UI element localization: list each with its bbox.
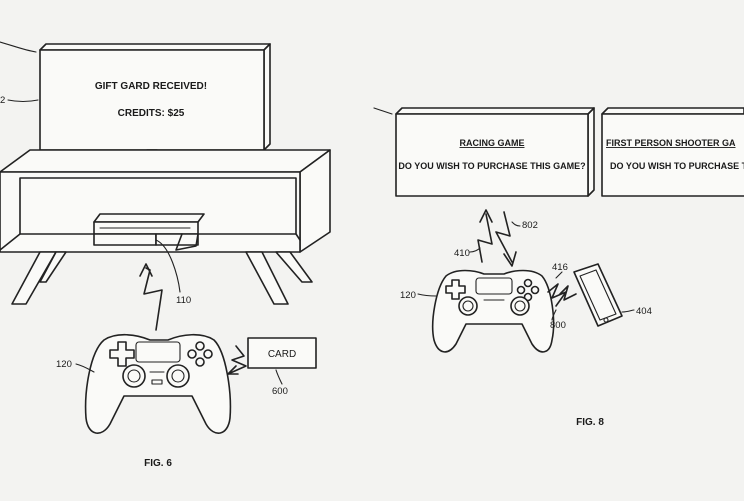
game-controller-fig6: [84, 333, 232, 434]
ref-800: 800: [550, 320, 566, 331]
ref-410: 410: [454, 248, 470, 259]
tv-message-line1: GIFT GARD RECEIVED!: [95, 81, 207, 92]
fig6-group: 2 GIFT GARD RECEIVED! CREDITS: $25: [0, 41, 331, 469]
tv-message-line2: CREDITS: $25: [118, 108, 185, 119]
controller-leader-fig8: [417, 293, 437, 297]
leader-802: [511, 221, 521, 227]
signal-up-410: [477, 213, 493, 263]
leader-416: [555, 271, 563, 279]
ref-phone: 404: [636, 306, 652, 317]
game-console: [93, 213, 205, 251]
fig6-caption: FIG. 6: [144, 458, 172, 469]
screen-racing-game: [395, 113, 589, 197]
card-box: [247, 337, 317, 369]
screen2-title: FIRST PERSON SHOOTER GA: [606, 138, 736, 148]
game-controller-fig8: [431, 269, 555, 353]
signal-phone-416: [547, 283, 567, 307]
card-label: CARD: [268, 349, 296, 360]
tv-illustration: [39, 43, 271, 167]
tv-cabinet: [0, 149, 331, 305]
screen-leader-line: [373, 107, 393, 115]
tv-screen: [39, 49, 265, 151]
cabinet-leg-left: [11, 251, 57, 305]
screen-fps-game: [601, 113, 744, 197]
screen1-question: DO YOU WISH TO PURCHASE THIS GAME?: [398, 161, 585, 171]
wireless-signal-card: [227, 345, 247, 375]
fig8-group: RACING GAME DO YOU WISH TO PURCHASE THIS…: [373, 107, 744, 428]
phone-leader: [621, 309, 635, 313]
cabinet-leg-right: [245, 251, 289, 305]
tv-leader-line-2: [7, 99, 39, 103]
card-leader: [275, 369, 283, 385]
ref-console: 110: [176, 295, 191, 306]
leader-800: [551, 309, 557, 321]
dpad-icon: [109, 341, 135, 367]
ref-controller-fig8: 120: [400, 290, 416, 301]
ref-802: 802: [522, 220, 538, 231]
console-leader-line: [155, 239, 181, 293]
ref-card: 600: [272, 386, 288, 397]
ref-controller-fig6: 120: [56, 359, 72, 370]
signal-down-802: [495, 211, 513, 263]
leader-410: [469, 247, 481, 253]
screen2-question: DO YOU WISH TO PURCHASE TH: [610, 161, 744, 171]
tv-leader-line-top: [0, 41, 37, 53]
smartphone: [573, 263, 623, 327]
dpad-icon-fig8: [445, 279, 466, 300]
controller-leader-fig6: [75, 363, 95, 373]
wireless-signal-fig6: [143, 267, 163, 331]
screen1-title: RACING GAME: [460, 138, 525, 148]
ref-tv: 2: [0, 95, 5, 106]
ref-416: 416: [552, 262, 568, 273]
fig8-caption: FIG. 8: [576, 417, 604, 428]
